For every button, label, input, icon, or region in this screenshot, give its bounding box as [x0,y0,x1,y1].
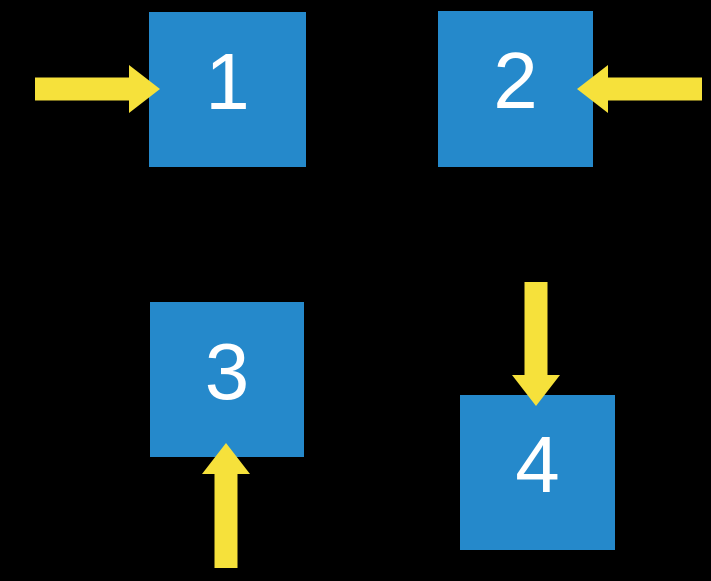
numbered-box-4: 4 [460,395,615,550]
numbered-box-2: 2 [438,11,593,167]
numbered-box-1: 1 [149,12,306,167]
box-2-label: 2 [493,36,538,125]
arrow-down-icon [512,282,560,406]
arrow-left-icon [577,65,702,113]
box-1-label: 1 [205,36,250,126]
box-3-label: 3 [204,326,250,416]
arrow-right-icon [35,65,160,113]
arrow-up-icon [202,443,250,568]
box-4-label: 4 [515,419,560,509]
numbered-box-3: 3 [150,302,304,457]
